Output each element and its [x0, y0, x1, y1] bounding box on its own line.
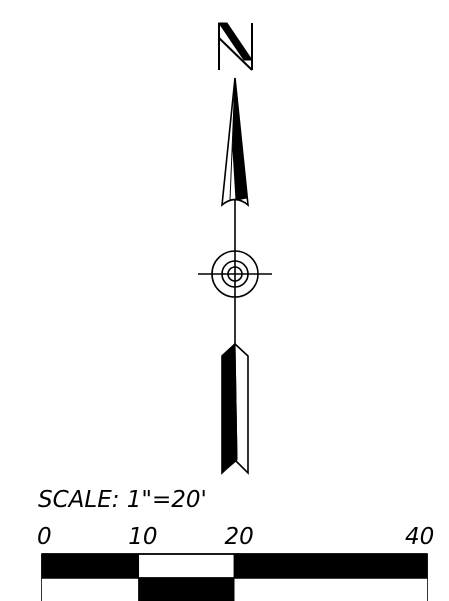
scale-tick-label: 10 [128, 524, 157, 550]
scale-segment-lower [234, 578, 427, 601]
arrow-tail-icon [221, 342, 249, 475]
scale-tick-label: 40 [405, 524, 434, 550]
scale-segment-lower [42, 578, 139, 601]
scale-tick-label: 0 [37, 524, 52, 550]
scale-segment [233, 553, 428, 579]
north-letter: N [218, 22, 253, 71]
north-arrowhead-icon [221, 77, 249, 207]
scale-label: SCALE: 1"=20' [38, 487, 207, 513]
scale-segment [41, 553, 140, 579]
north-arrow: N [198, 22, 272, 475]
scale-tick-label: 20 [225, 524, 254, 550]
scale-bar: SCALE: 1"=20' 0 10 20 40 [37, 487, 434, 601]
crosshair-target-icon [198, 250, 272, 298]
scale-segment-lower [138, 578, 235, 601]
scale-segment [137, 553, 236, 579]
